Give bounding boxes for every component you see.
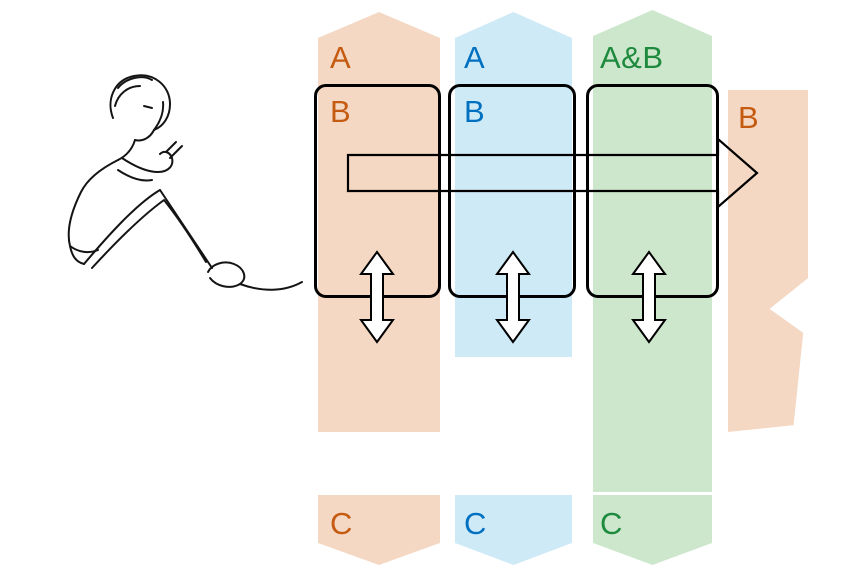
label-top-a-blue: A: [464, 40, 486, 75]
label-top-a-orange: A: [330, 40, 352, 75]
label-top-ab-green: A&B: [600, 40, 664, 75]
label-c-orange: C: [330, 506, 353, 541]
label-right-b-orange: B: [738, 100, 760, 135]
band-b-right: [728, 90, 808, 432]
label-c-green: C: [600, 506, 623, 541]
label-box-b-blue: B: [464, 94, 486, 129]
label-c-blue: C: [464, 506, 487, 541]
label-box-b-orange: B: [330, 94, 352, 129]
band-a-orange: [318, 12, 440, 432]
person-sketch: [67, 74, 303, 291]
box-ab-green: [586, 84, 719, 298]
